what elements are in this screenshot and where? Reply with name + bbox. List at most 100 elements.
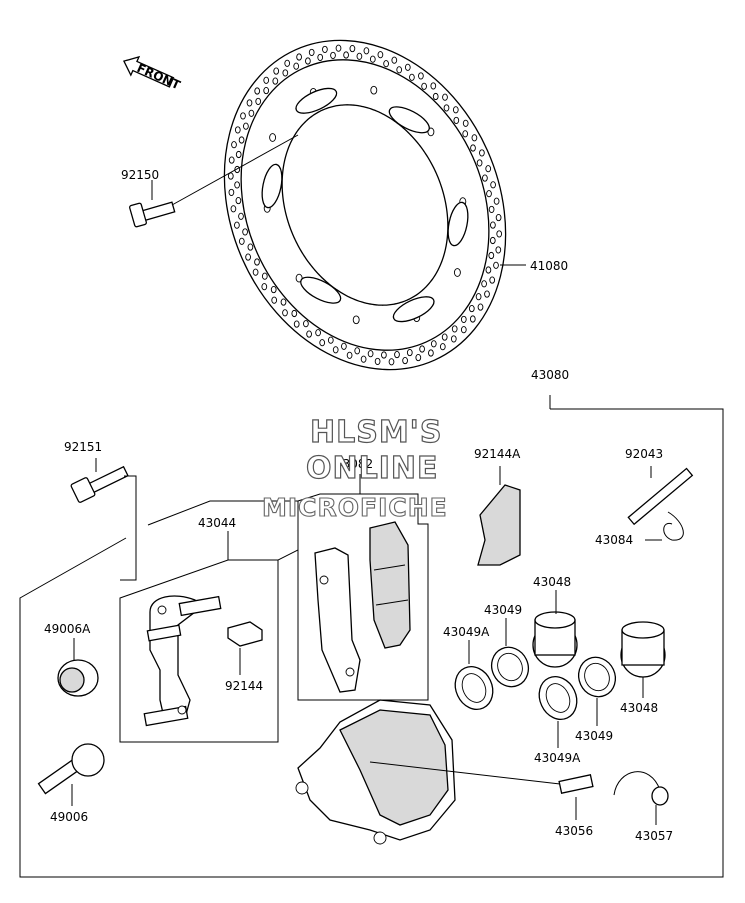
disc-hole bbox=[254, 87, 261, 95]
disc-hole bbox=[263, 87, 270, 95]
disc-hole bbox=[319, 339, 326, 347]
disc-hole bbox=[476, 159, 483, 167]
disc-hole bbox=[247, 243, 254, 251]
disc-hole bbox=[406, 349, 413, 357]
disc-hole bbox=[273, 67, 280, 75]
disc-hole bbox=[374, 357, 381, 365]
label-43080: 43080 bbox=[531, 368, 569, 382]
disc-hole bbox=[470, 144, 476, 152]
label-43056: 43056 bbox=[555, 824, 593, 838]
cap-43057 bbox=[613, 771, 669, 825]
label-92150: 92150 bbox=[121, 168, 159, 182]
label-43049A-top: 43049A bbox=[443, 625, 490, 639]
disc-hole bbox=[391, 56, 398, 64]
pads-frame bbox=[297, 493, 429, 701]
disc-hole bbox=[453, 116, 460, 124]
disc-hole bbox=[396, 66, 403, 74]
disc-hole bbox=[238, 237, 245, 245]
disc-hole bbox=[352, 315, 360, 325]
disc-hole bbox=[228, 188, 235, 196]
disc-hole bbox=[343, 51, 349, 59]
disc-hole bbox=[230, 205, 237, 213]
label-92144: 92144 bbox=[225, 679, 263, 693]
disc-hole bbox=[332, 346, 339, 354]
disc-hole bbox=[490, 181, 496, 189]
caliper-body bbox=[295, 699, 561, 845]
label-43049-bottom: 43049 bbox=[575, 729, 613, 743]
disc-hole bbox=[238, 212, 244, 220]
disc-hole bbox=[493, 261, 499, 269]
disc-hole bbox=[495, 214, 502, 222]
disc-hole bbox=[308, 48, 315, 56]
label-43048-bottom: 43048 bbox=[620, 701, 658, 715]
disc-hole bbox=[377, 51, 384, 59]
disc-hole bbox=[485, 165, 492, 173]
disc-slot bbox=[388, 106, 430, 134]
disc-hole bbox=[235, 197, 242, 205]
disc-slot bbox=[447, 201, 469, 247]
disc-hole bbox=[231, 141, 237, 149]
disc-hole bbox=[363, 47, 370, 55]
seal-43049A-top bbox=[454, 666, 494, 710]
disc-hole bbox=[450, 335, 457, 343]
disc-hole bbox=[442, 93, 448, 101]
disc-hole bbox=[443, 104, 450, 112]
disc-hole bbox=[452, 106, 459, 114]
disc-hole bbox=[462, 119, 469, 127]
disc-hole bbox=[493, 197, 500, 205]
disc-hole bbox=[322, 45, 328, 53]
disc-hole bbox=[421, 82, 427, 90]
disc-hole bbox=[305, 57, 311, 65]
disc-hole bbox=[469, 315, 476, 323]
label-43057: 43057 bbox=[635, 829, 673, 843]
disc-hole bbox=[479, 149, 485, 157]
label-43049A-bottom: 43049A bbox=[534, 751, 581, 765]
disc-hole bbox=[282, 309, 288, 317]
disc-hole bbox=[240, 112, 246, 120]
disc-hole bbox=[488, 205, 495, 213]
disc-hole bbox=[306, 330, 312, 338]
disc-hole bbox=[272, 77, 279, 85]
disc-hole bbox=[430, 82, 437, 90]
watermark-line-3: MICROFICHE bbox=[262, 493, 448, 522]
label-92144A: 92144A bbox=[474, 447, 521, 461]
disc-hole bbox=[471, 134, 478, 142]
disc-hole bbox=[482, 174, 488, 182]
bracket-frame bbox=[119, 500, 299, 743]
disc-hole bbox=[293, 62, 300, 70]
label-43048-top: 43048 bbox=[533, 575, 571, 589]
pin-92043 bbox=[627, 466, 694, 526]
label-41080: 41080 bbox=[530, 259, 568, 273]
disc-hole bbox=[486, 190, 492, 198]
disc-hole bbox=[349, 45, 356, 53]
disc-hole bbox=[496, 230, 503, 238]
disc-hole bbox=[404, 63, 411, 71]
label-43049-top: 43049 bbox=[484, 603, 522, 617]
disc-hole bbox=[360, 355, 367, 363]
bolt-92151 bbox=[70, 458, 137, 581]
disc-hole bbox=[415, 354, 422, 362]
disc-hole bbox=[252, 268, 259, 276]
front-arrow-icon: FRONT bbox=[123, 55, 183, 93]
label-92151: 92151 bbox=[64, 440, 102, 454]
disc-hole bbox=[468, 305, 475, 313]
disc-hole bbox=[271, 296, 278, 304]
disc-hole bbox=[418, 72, 424, 80]
label-49006: 49006 bbox=[50, 810, 88, 824]
disc-hole bbox=[453, 268, 461, 277]
disc-hole bbox=[235, 150, 242, 159]
disc-hole bbox=[243, 122, 249, 130]
disc-hole bbox=[402, 357, 408, 365]
disc-hole bbox=[234, 126, 241, 134]
piston-43048-top bbox=[532, 611, 578, 668]
disc-hole bbox=[246, 99, 253, 107]
watermark-line-2: ONLINE bbox=[306, 451, 439, 486]
disc-slot bbox=[261, 163, 283, 209]
disc-hole bbox=[254, 258, 260, 266]
disc-hole bbox=[430, 340, 437, 348]
disc-hole bbox=[388, 358, 395, 366]
disc-hole bbox=[282, 69, 289, 77]
caliper-bracket bbox=[143, 595, 222, 727]
disc-hole bbox=[327, 336, 334, 344]
